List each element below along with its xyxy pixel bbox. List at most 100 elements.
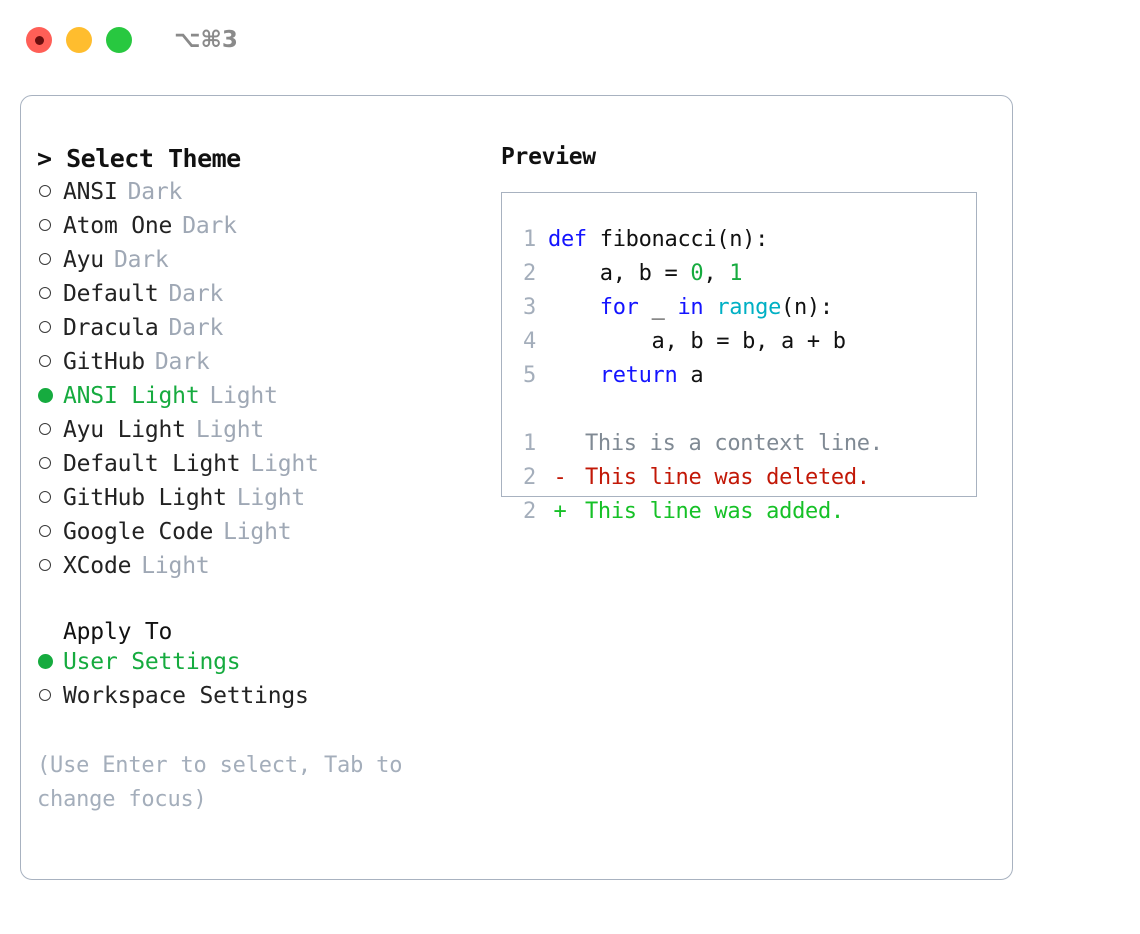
code-token-plain: a xyxy=(677,363,704,388)
diff-text: This is a context line. xyxy=(572,431,883,456)
line-number: 5 xyxy=(523,363,536,388)
code-line: 4 a, b = b, a + b xyxy=(502,329,976,363)
line-number: 2 xyxy=(523,465,536,490)
theme-item-github-light[interactable]: GitHub Light Light xyxy=(37,485,497,519)
code-token-plain xyxy=(548,295,600,320)
code-token-plain: , xyxy=(703,261,730,286)
code-token-num: 0 xyxy=(690,261,704,286)
spacer xyxy=(37,717,497,749)
code-line: 1 def fibonacci(n): xyxy=(502,227,976,261)
keyboard-shortcut-label: ⌥⌘3 xyxy=(174,27,238,53)
theme-item-label: Default xyxy=(63,281,159,307)
diff-sign xyxy=(548,431,572,456)
apply-to-item-workspace-settings[interactable]: Workspace Settings xyxy=(37,683,497,717)
preview-title: Preview xyxy=(501,144,596,170)
code-line: 5 return a xyxy=(502,363,976,397)
theme-item-variant: Dark xyxy=(127,179,183,205)
diff-snippet: 1 This is a context line.2- This line wa… xyxy=(502,431,976,533)
maximize-button[interactable] xyxy=(106,27,132,53)
diff-sign: + xyxy=(553,499,567,524)
theme-item-label: GitHub xyxy=(63,349,145,375)
diff-text: This line was deleted. xyxy=(572,465,870,490)
apply-to-item-user-settings[interactable]: User Settings xyxy=(37,649,497,683)
close-button[interactable] xyxy=(26,27,52,53)
line-number: 1 xyxy=(523,227,536,252)
code-line-content: def fibonacci(n): xyxy=(548,227,768,252)
code-token-kw: def xyxy=(548,227,600,252)
code-line: 2 a, b = 0, 1 xyxy=(502,261,976,295)
theme-item-google-code[interactable]: Google Code Light xyxy=(37,519,497,553)
theme-item-variant: Light xyxy=(223,519,292,545)
theme-item-variant: Light xyxy=(195,417,265,443)
theme-item-label: Atom One xyxy=(63,213,173,239)
theme-item-variant: Light xyxy=(209,383,278,409)
theme-item-variant: Light xyxy=(236,485,306,511)
code-token-plain: a, b = b, a + b xyxy=(548,329,847,354)
theme-item-variant: Dark xyxy=(154,349,210,375)
diff-text: This line was added. xyxy=(572,499,844,524)
minimize-button[interactable] xyxy=(66,27,92,53)
title-bar: ⌥⌘3 xyxy=(0,0,1140,80)
code-line-content: return a xyxy=(548,363,704,388)
theme-item-default[interactable]: Default Dark xyxy=(37,281,497,315)
line-number: 2 xyxy=(523,499,536,524)
apply-to-item-label: Workspace Settings xyxy=(63,683,309,709)
theme-item-variant: Dark xyxy=(168,315,224,341)
code-token-plain: (n): xyxy=(781,295,833,320)
theme-item-xcode[interactable]: XCode Light xyxy=(37,553,497,587)
line-number: 4 xyxy=(523,329,536,354)
theme-item-variant: Dark xyxy=(168,281,224,307)
code-token-plain: _ xyxy=(638,295,678,320)
code-line-content: a, b = b, a + b xyxy=(548,329,847,354)
theme-item-label: XCode xyxy=(63,553,132,579)
theme-item-variant: Light xyxy=(141,553,210,579)
code-token-kw: for xyxy=(599,295,639,320)
theme-item-label: Ayu Light xyxy=(63,417,186,443)
apply-to-title: Apply To xyxy=(63,619,173,645)
theme-item-label: ANSI Light xyxy=(63,383,200,409)
code-token-kw: in xyxy=(677,295,704,320)
theme-item-label: Google Code xyxy=(63,519,214,545)
theme-item-ansi[interactable]: ANSI Dark xyxy=(37,179,497,213)
diff-line-del: 2- This line was deleted. xyxy=(502,465,976,499)
theme-item-label: Ayu xyxy=(63,247,104,273)
theme-item-ayu-light[interactable]: Ayu Light Light xyxy=(37,417,497,451)
line-number: 2 xyxy=(523,261,536,286)
theme-item-label: GitHub Light xyxy=(63,485,227,511)
code-token-kw: return xyxy=(599,363,678,388)
line-number: 3 xyxy=(523,295,536,320)
theme-item-label: Default Light xyxy=(63,451,241,477)
theme-item-label: Dracula xyxy=(63,315,159,341)
code-line: 3 for _ in range(n): xyxy=(502,295,976,329)
code-token-num: 1 xyxy=(729,261,743,286)
keyboard-hint-text: (Use Enter to select, Tab to change focu… xyxy=(37,753,403,812)
diff-line-ctx: 1 This is a context line. xyxy=(502,431,976,465)
theme-item-ayu[interactable]: Ayu Dark xyxy=(37,247,497,281)
theme-item-github[interactable]: GitHub Dark xyxy=(37,349,497,383)
select-theme-header: > Select Theme xyxy=(37,144,241,173)
apply-to-item-label: User Settings xyxy=(63,649,241,675)
diff-line-add: 2 + This line was added. xyxy=(502,499,976,533)
theme-item-variant: Dark xyxy=(182,213,237,239)
line-number: 1 xyxy=(523,431,536,456)
theme-item-dracula[interactable]: Dracula Dark xyxy=(37,315,497,349)
code-token-plain xyxy=(548,363,600,388)
code-token-plain xyxy=(703,295,716,320)
spacer xyxy=(502,397,976,431)
code-line-content: for _ in range(n): xyxy=(548,295,833,320)
theme-item-variant: Dark xyxy=(113,247,169,273)
theme-item-label: ANSI xyxy=(63,179,118,205)
diff-sign: - xyxy=(553,465,567,490)
recording-dot-icon xyxy=(34,35,44,45)
theme-item-atom-one[interactable]: Atom One Dark xyxy=(37,213,497,247)
theme-item-ansi-light[interactable]: ANSI Light Light xyxy=(37,383,497,417)
